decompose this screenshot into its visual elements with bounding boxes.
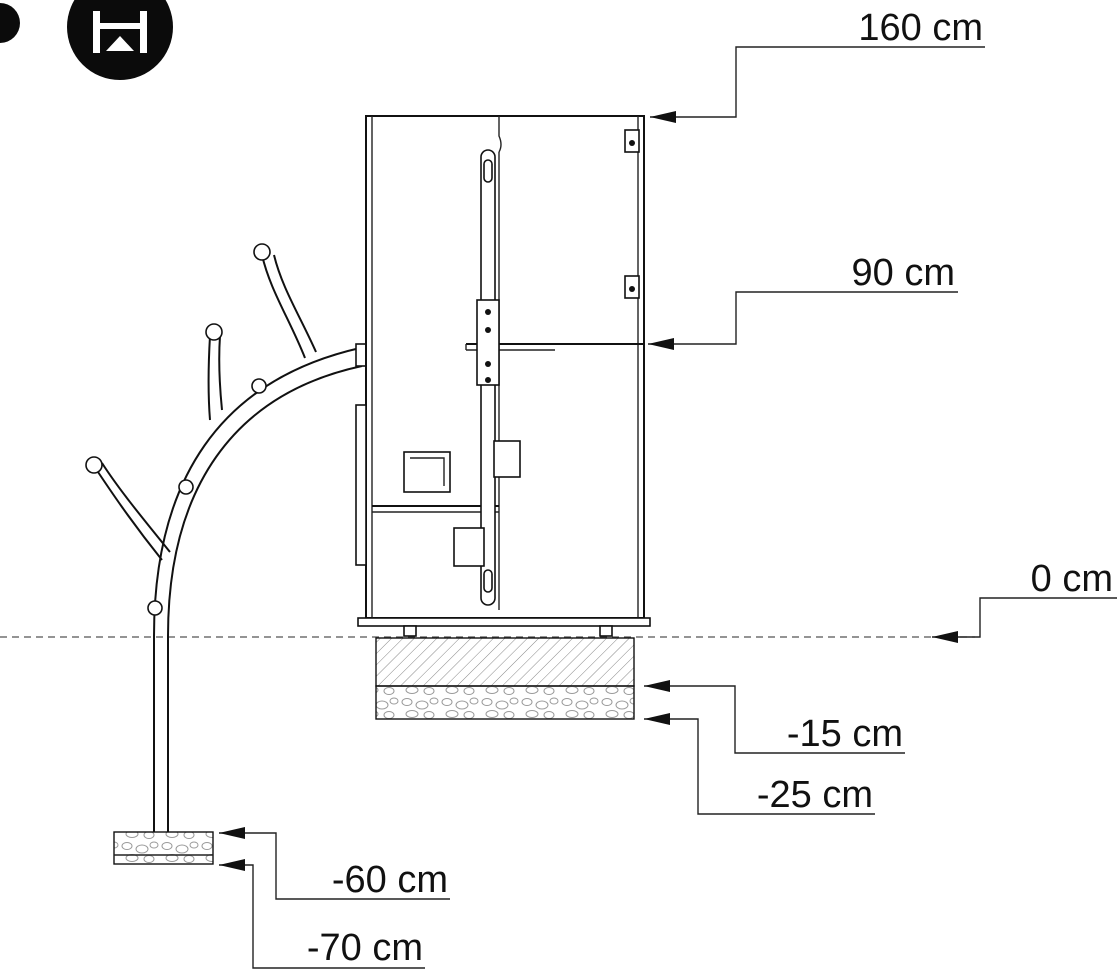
level-marker-minus-15: -15 cm [644,680,905,755]
level-marker-minus-25: -25 cm [644,713,875,816]
level-label-160: 160 cm [858,7,983,49]
cabinet-unit [355,115,651,637]
level-label-minus-70: -70 cm [307,927,423,969]
level-label-90: 90 cm [852,252,955,294]
level-label-minus-15: -15 cm [787,713,903,755]
level-marker-160: 160 cm [650,7,985,123]
foundation-block [375,637,635,720]
level-marker-minus-60: -60 cm [219,827,450,901]
level-marker-minus-70: -70 cm [219,859,425,969]
round-badge-icon [0,3,20,43]
level-label-minus-25: -25 cm [757,774,873,816]
level-label-minus-60: -60 cm [332,859,448,901]
post-footing [113,831,214,865]
level-label-0: 0 cm [1031,558,1113,600]
level-marker-90: 90 cm [648,252,958,350]
tree-sculpture [85,243,367,832]
level-marker-0: 0 cm [932,558,1117,643]
h-symbol-badge-icon [67,0,173,80]
